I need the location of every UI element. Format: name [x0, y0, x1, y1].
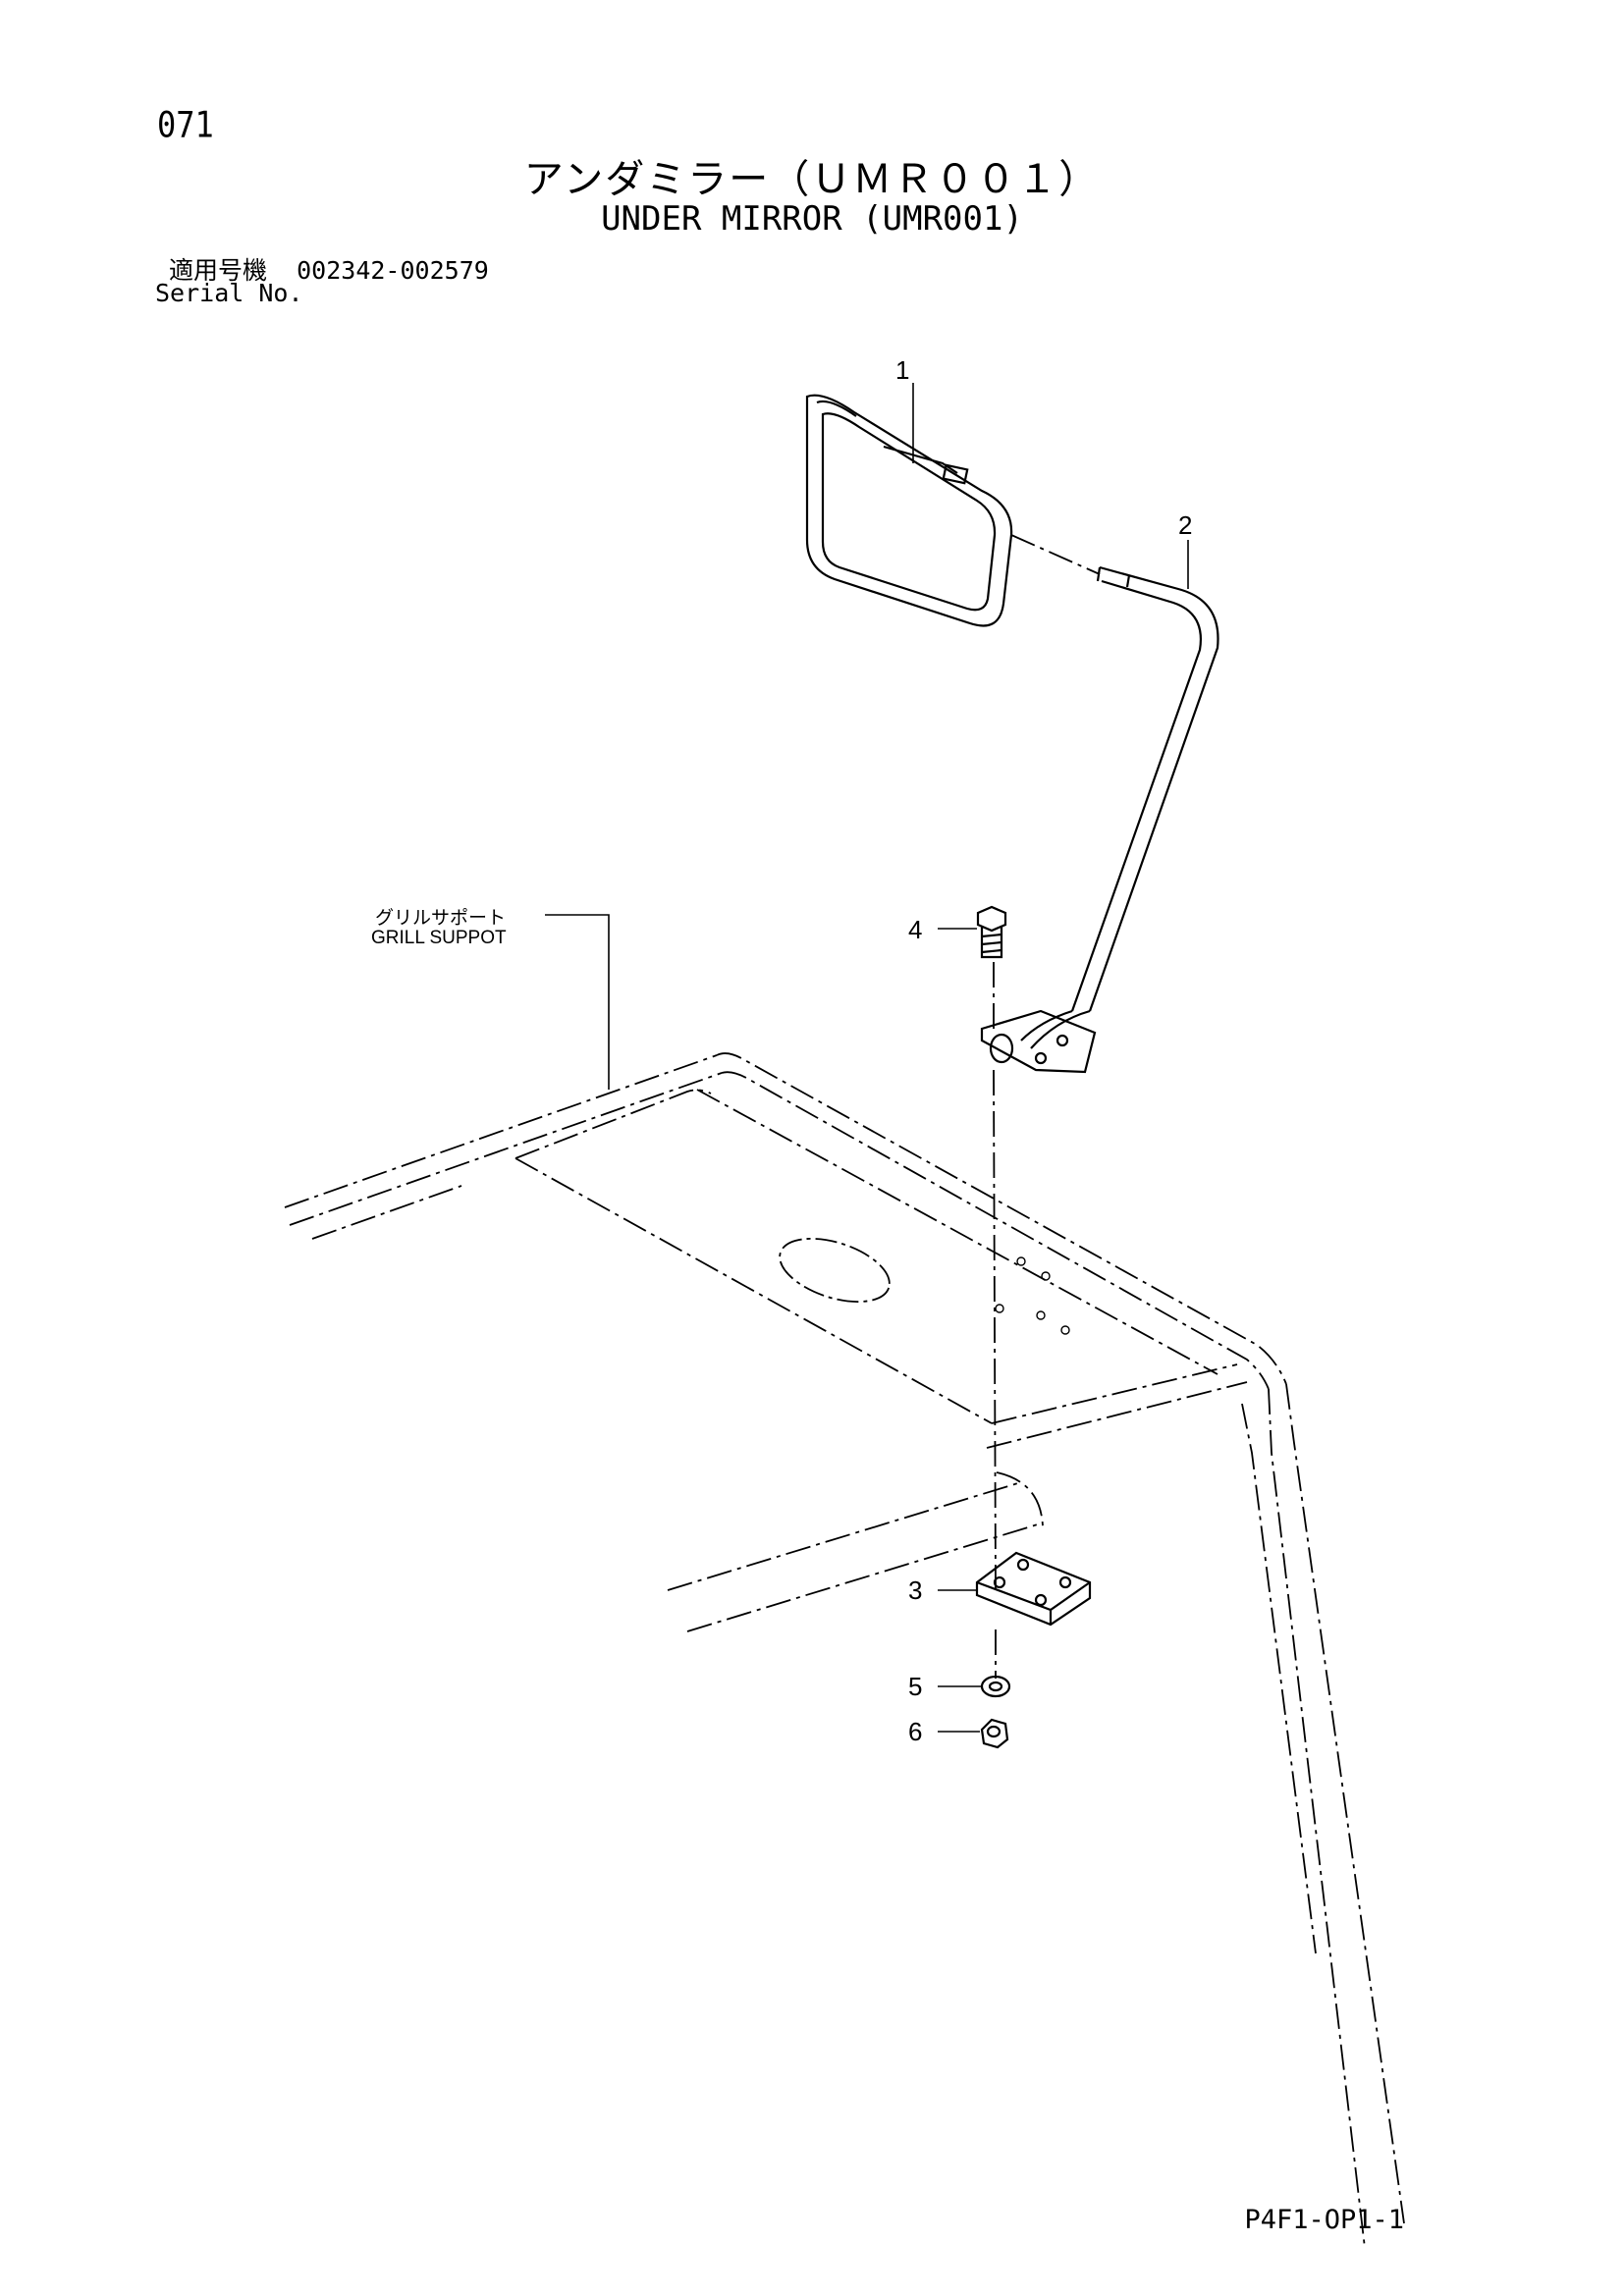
- callout-5: 5: [908, 1672, 923, 1701]
- bolt-part: [976, 905, 1007, 959]
- serial-line: 適用号機 002342-002579: [169, 251, 489, 287]
- callout-6: 6: [908, 1717, 923, 1746]
- title-japanese: アンダミラー（ＵＭＲ００１）: [523, 157, 1101, 202]
- serial-label-jp: 適用号機: [169, 256, 268, 285]
- washer-part: [980, 1675, 1011, 1698]
- drawing-code: P4F1-OP1-1: [1244, 2205, 1404, 2235]
- plate-part: [975, 1551, 1092, 1627]
- grill-support-label-en: GRILL SUPPOT: [371, 928, 507, 948]
- serial-label-en: Serial No.: [155, 279, 303, 307]
- grill-support-outline: [284, 1052, 1405, 2249]
- callout-2: 2: [1178, 510, 1193, 540]
- callout-3: 3: [908, 1575, 923, 1605]
- assembly-axis-line: [993, 962, 997, 1679]
- leader-lines: [545, 383, 1189, 1733]
- grill-support-label-jp: グリルサポート: [375, 908, 507, 929]
- nut-part: [980, 1718, 1009, 1749]
- title-english: UNDER MIRROR (UMR001): [601, 199, 1023, 239]
- mirror-stay-part: [980, 565, 1219, 1074]
- mirror-part: [805, 394, 1013, 627]
- serial-range: 002342-002579: [297, 256, 489, 285]
- mirror-link-line: [1010, 534, 1101, 575]
- callout-1: 1: [895, 355, 910, 385]
- callout-4: 4: [908, 915, 923, 944]
- page-number: 071: [157, 103, 214, 146]
